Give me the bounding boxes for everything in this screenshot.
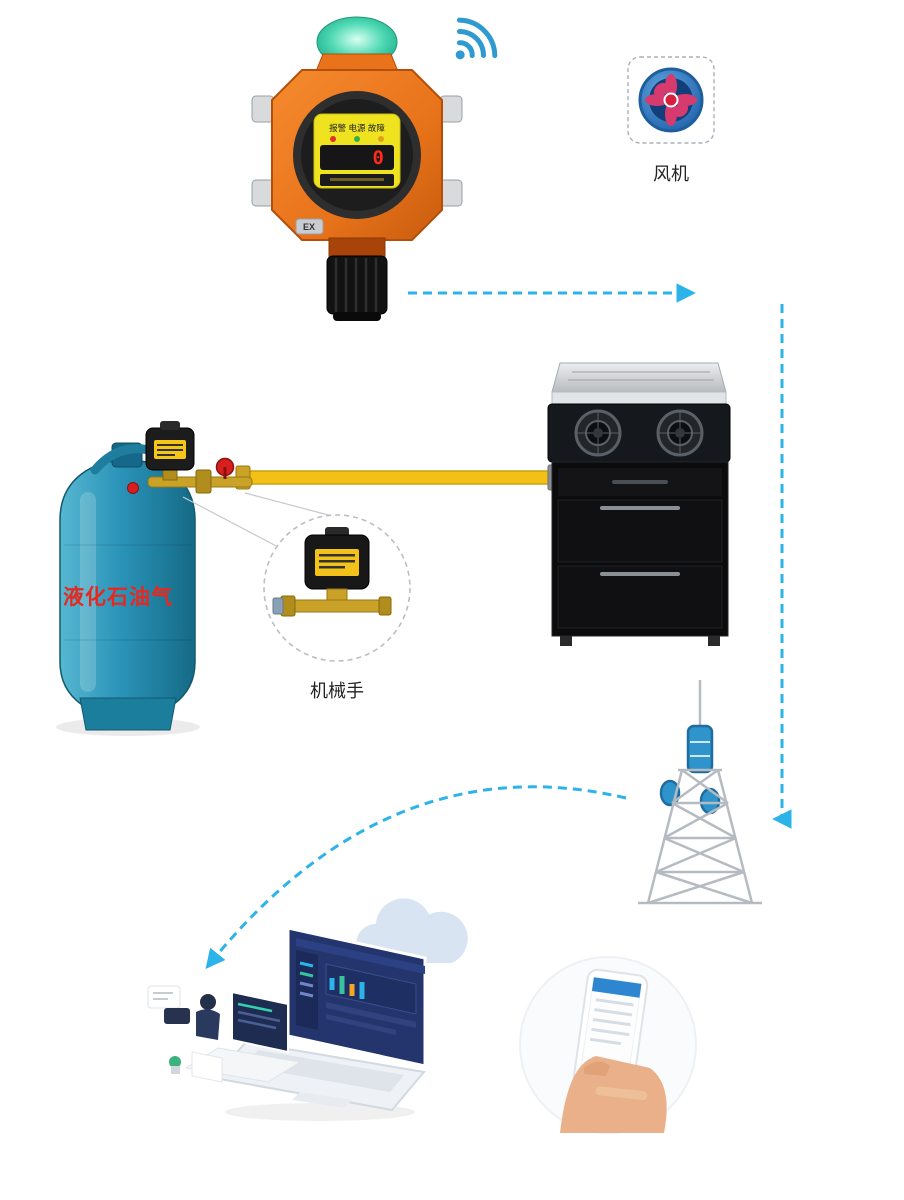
gas-cylinder (56, 442, 200, 736)
operator-workstation (147, 985, 302, 1083)
detector-display-value: 0 (373, 147, 384, 169)
callout-leader-lines (182, 492, 333, 549)
cylinder-label: 液化石油气 (63, 586, 173, 609)
shutoff-valve-assembly (145, 421, 253, 494)
detector-ex-mark: EX (303, 222, 315, 232)
detector-indicator-text: 报警 电源 故障 (329, 123, 385, 133)
connector-tower-to-monitor (205, 785, 627, 970)
valve-callout (263, 514, 411, 662)
phone-in-hand (519, 956, 697, 1134)
fan-box (627, 56, 715, 144)
fan-label: 风机 (653, 164, 689, 184)
gas-detector: 报警 电源 故障 0 EX (251, 16, 463, 321)
valve-label: 机械手 (310, 681, 364, 701)
signal-tower-icon (638, 680, 762, 905)
gas-stove (547, 362, 731, 646)
gas-pipe (235, 464, 561, 491)
wifi-icon (455, 17, 498, 60)
fan-icon (638, 67, 704, 133)
connector-detector-to-fan-line (408, 283, 792, 829)
